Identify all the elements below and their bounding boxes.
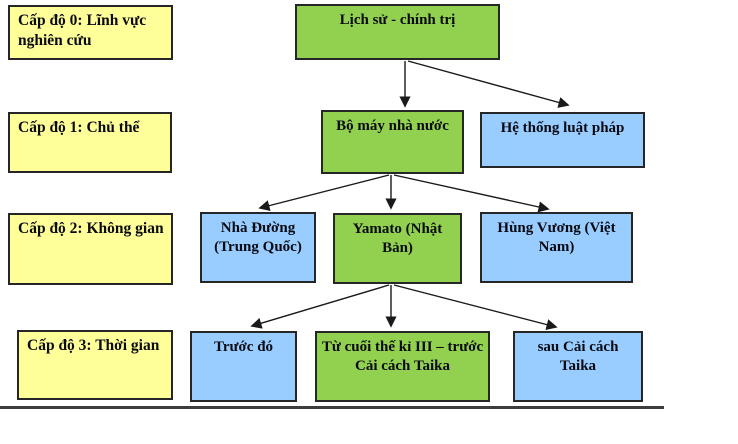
node-sau-cai-cach-taika: sau Cải cách Taika	[513, 331, 643, 402]
node-hung-vuong: Hùng Vương (Việt Nam)	[480, 212, 633, 283]
node-truoc-do: Trước đó	[190, 331, 297, 402]
node-lich-su-chinh-tri: Lịch sử - chính trị	[295, 4, 500, 60]
level-label-2: Cấp độ 2: Không gian	[8, 213, 173, 285]
node-nha-duong: Nhà Đường (Trung Quốc)	[200, 212, 316, 283]
level-label-0: Cấp độ 0: Lĩnh vực nghiên cứu	[8, 5, 173, 60]
node-he-thong-luat-phap: Hệ thống luật pháp	[480, 112, 645, 168]
node-yamato: Yamato (Nhật Bản)	[333, 213, 462, 284]
node-bo-may-nha-nuoc: Bộ máy nhà nước	[321, 110, 464, 174]
level-label-1: Cấp độ 1: Chủ thể	[8, 112, 172, 173]
level-label-3: Cấp độ 3: Thời gian	[17, 330, 173, 400]
bottom-divider-line	[0, 406, 664, 409]
node-tu-cuoi-the-ki-iii: Từ cuối thế kỉ III – trước Cải cách Taik…	[315, 331, 490, 402]
